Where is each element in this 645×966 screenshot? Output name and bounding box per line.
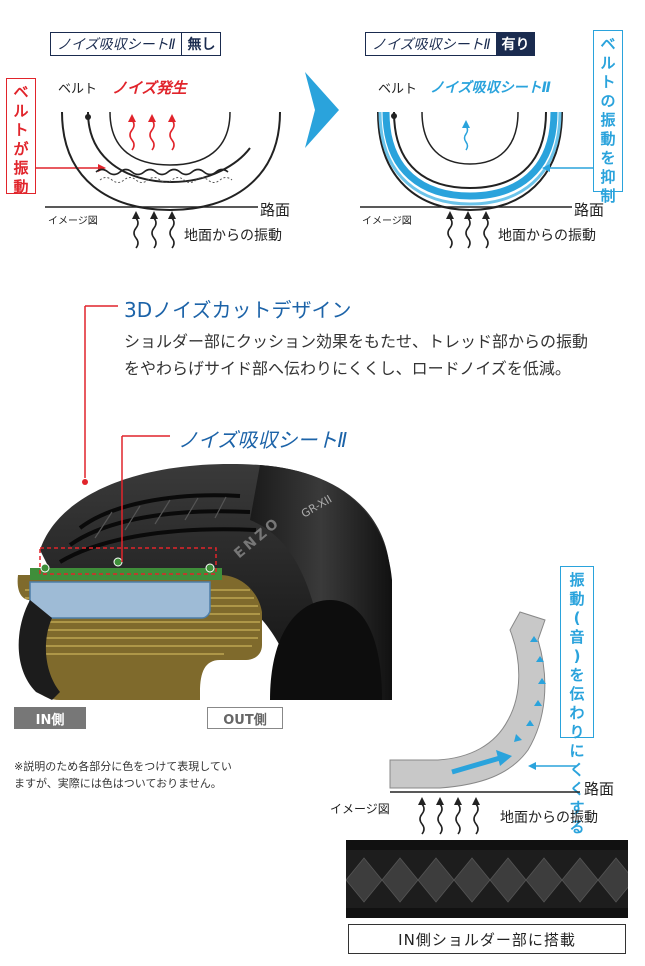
shoulder-cross-section-diagram	[389, 611, 580, 835]
road-label-left: 路面	[260, 201, 291, 219]
out-side-label: OUT側	[207, 707, 283, 729]
tire-with-sheet-diagram	[360, 111, 593, 249]
vertical-callout-text: ベルトが振動	[13, 83, 29, 196]
image-label-bottom: イメージ図	[330, 802, 390, 816]
heading-noise-sheet: ノイズ吸収シートⅡ	[178, 428, 348, 452]
tire-without-sheet-diagram	[36, 111, 281, 249]
noise-generated-label: ノイズ発生	[112, 79, 187, 97]
transition-arrow-icon	[305, 72, 339, 148]
ground-vibration-label-left: 地面からの振動	[184, 228, 282, 244]
suppress-belt-vibration-callout: ベルトの振動を抑制	[593, 30, 623, 205]
heading-3d-noise-cut: 3Dノイズカットデザイン	[124, 298, 352, 322]
road-label-right: 路面	[574, 201, 605, 219]
road-label-bottom: 路面	[584, 780, 615, 798]
sheet-absent-tag: ノイズ吸収シートⅡ 無し	[50, 32, 222, 56]
design-description: ショルダー部にクッション効果をもたせ、トレッド部からの振動をやわらげサイド部へ伝…	[124, 332, 589, 378]
in-shoulder-caption: IN側ショルダー部に搭載	[348, 924, 626, 954]
sheet-present-tag: ノイズ吸収シートⅡ 有り	[365, 32, 536, 56]
ground-vibration-label-bottom: 地面からの振動	[500, 810, 598, 826]
ground-vibration-label-right: 地面からの振動	[498, 228, 596, 244]
sheet-present-tag-status: 有り	[496, 33, 535, 55]
sheet-absent-tag-status: 無し	[181, 33, 221, 55]
image-label-right: イメージ図	[362, 216, 412, 227]
belt-vibrates-callout: ベルトが振動	[6, 78, 36, 196]
disclaimer-note: ※説明のため各部分に色をつけて表現していますが、実際には色はついておりません。	[14, 760, 232, 790]
absorption-sheet-label: ノイズ吸収シートⅡ	[430, 80, 551, 96]
vertical-callout-text: ベルトの振動を抑制	[600, 35, 616, 205]
shoulder-tread-pattern	[346, 840, 628, 918]
sheet-absent-tag-title: ノイズ吸収シートⅡ	[51, 33, 182, 55]
tire-cutaway-illustration	[17, 305, 392, 700]
in-side-label: IN側	[14, 707, 86, 729]
belt-label-left: ベルト	[58, 82, 98, 97]
sheet-present-tag-title: ノイズ吸収シートⅡ	[366, 33, 497, 55]
belt-label-right: ベルト	[378, 82, 418, 97]
image-label-left: イメージ図	[48, 216, 98, 227]
